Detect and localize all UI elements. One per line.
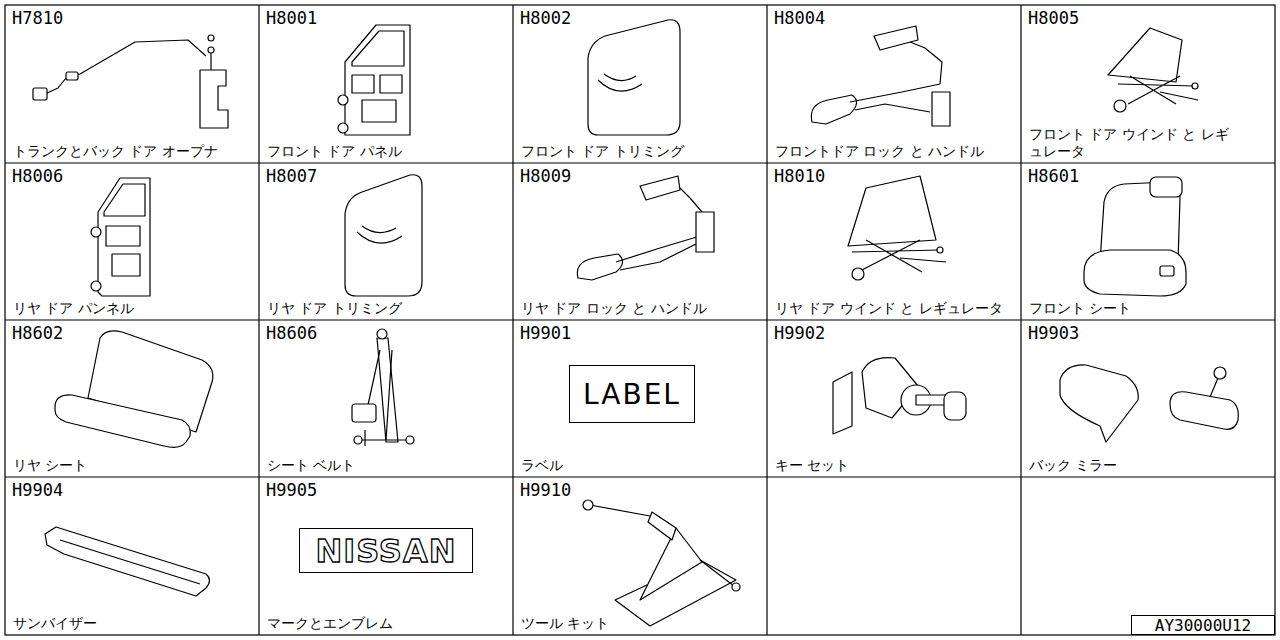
grid-lines: [5, 5, 1275, 635]
part-code: H8601: [1028, 166, 1079, 186]
part-code: H9901: [520, 323, 571, 343]
part-cell: H7810 トランクとバック ドア オープナ: [5, 5, 259, 163]
part-cell: H8007 リヤ ドア トリミング: [259, 163, 513, 320]
part-name: ラベル: [521, 457, 563, 474]
part-cell: H8005 フロント ドア ウインド と レギュレータ: [1021, 5, 1275, 163]
part-code: H7810: [12, 8, 63, 28]
part-name: フロント ドア ウインド と レギュレータ: [1029, 126, 1229, 160]
part-cell: H9902 キー セット: [767, 320, 1021, 477]
part-cell: H9901 ラベル LABEL: [513, 320, 767, 477]
part-cell: H8006 リヤ ドア パンネル: [5, 163, 259, 320]
part-code: H8004: [774, 8, 825, 28]
part-cell: H8601 フロント シート: [1021, 163, 1275, 320]
part-name: キー セット: [775, 457, 849, 474]
part-cell: H8004 フロントドア ロック と ハンドル: [767, 5, 1021, 163]
part-name: フロントドア ロック と ハンドル: [775, 143, 984, 160]
part-code: H8009: [520, 166, 571, 186]
part-code: H8006: [12, 166, 63, 186]
part-code: H8002: [520, 8, 571, 28]
part-cell: H9904 サンバイザー: [5, 477, 259, 635]
part-cell: H8010 リヤ ドア ウインド と レギュレータ: [767, 163, 1021, 320]
part-name: リヤ ドア トリミング: [267, 300, 402, 317]
part-code: H9903: [1028, 323, 1079, 343]
part-code: H9902: [774, 323, 825, 343]
part-name: リヤ ドア ウインド と レギュレータ: [775, 300, 1003, 317]
part-code: H9904: [12, 480, 63, 500]
reference-box: AY30000U12: [1131, 615, 1275, 635]
part-name: バック ミラー: [1029, 457, 1117, 474]
part-cell: H8001 フロント ドア パネル: [259, 5, 513, 163]
part-name: トランクとバック ドア オープナ: [13, 143, 218, 160]
part-code: H9910: [520, 480, 571, 500]
part-code: H8007: [266, 166, 317, 186]
part-name: フロント シート: [1029, 300, 1131, 317]
part-code: H8005: [1028, 8, 1079, 28]
part-name: マークとエンブレム: [267, 615, 393, 632]
part-cell: H9905 マークとエンブレム NISSAN: [259, 477, 513, 635]
plate-text: LABEL: [583, 378, 681, 411]
part-name: サンバイザー: [13, 615, 97, 632]
part-cell: H9903 バック ミラー: [1021, 320, 1275, 477]
part-name: リヤ ドア ロック と ハンドル: [521, 300, 707, 317]
part-name: シート ベルト: [267, 457, 355, 474]
part-code: H9905: [266, 480, 317, 500]
part-cell: H9910 ツール キット: [513, 477, 767, 635]
part-code: H8606: [266, 323, 317, 343]
part-name: リヤ ドア パンネル: [13, 300, 134, 317]
part-code: H8602: [12, 323, 63, 343]
label-plate: LABEL: [569, 365, 695, 423]
part-cell: H8602 リヤ シート: [5, 320, 259, 477]
part-name: フロント ドア トリミング: [521, 143, 684, 160]
emblem-plate: NISSAN: [299, 528, 473, 573]
part-cell: H8009 リヤ ドア ロック と ハンドル: [513, 163, 767, 320]
reference-code: AY30000U12: [1155, 616, 1251, 635]
part-name: ツール キット: [521, 615, 609, 632]
part-cell: H8002 フロント ドア トリミング: [513, 5, 767, 163]
part-code: H8010: [774, 166, 825, 186]
part-name: リヤ シート: [13, 457, 87, 474]
part-cell: H8606 シート ベルト: [259, 320, 513, 477]
plate-text: NISSAN: [316, 532, 457, 570]
part-name: フロント ドア パネル: [267, 143, 402, 160]
part-drawings: [33, 20, 1238, 626]
part-code: H8001: [266, 8, 317, 28]
